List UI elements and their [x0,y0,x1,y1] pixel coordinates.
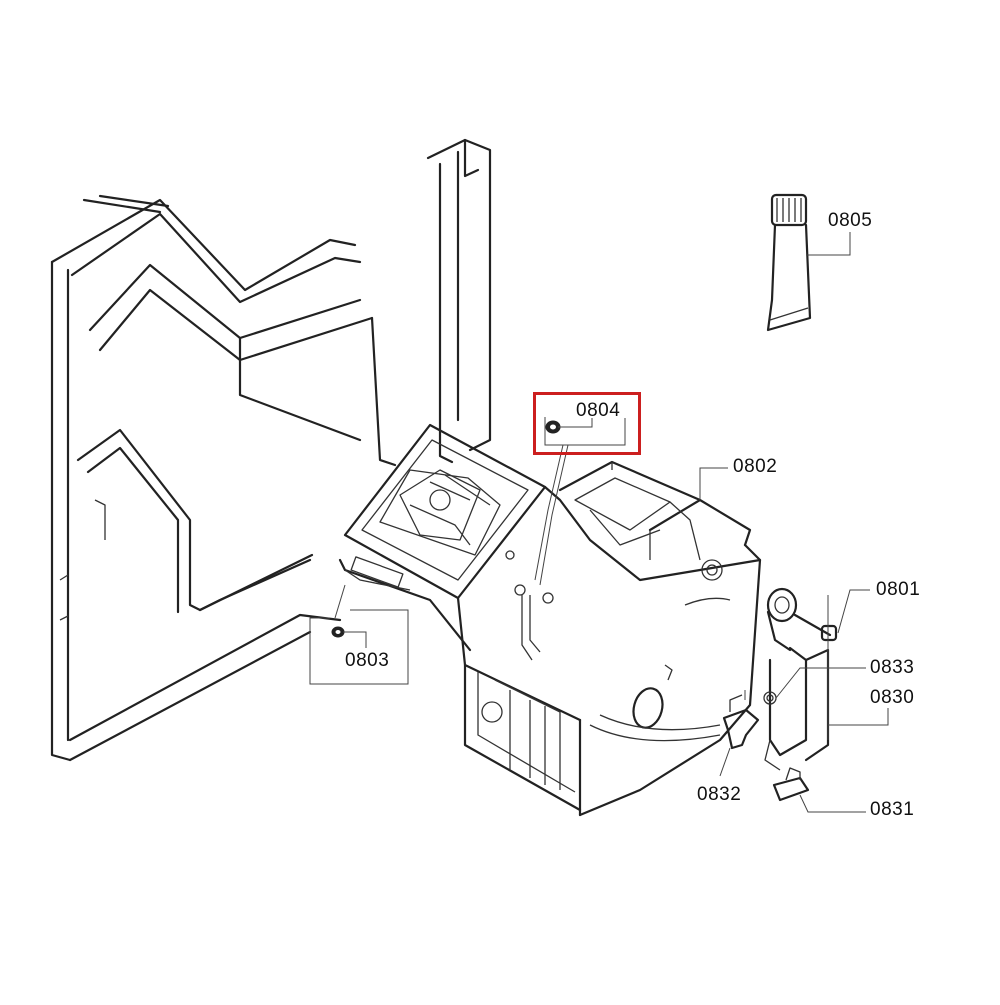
callout-label-0832: 0832 [697,784,742,805]
hinge-assembly [722,587,838,802]
highlight-box-0804 [533,392,641,455]
callout-label-0804: 0804 [576,400,621,421]
callout-label-0803: 0803 [345,650,390,671]
leader-lines [309,232,889,813]
brew-unit-housing [338,423,762,817]
appliance-frame [50,138,492,762]
callout-label-0833: 0833 [870,657,915,678]
callout-label-0830: 0830 [870,687,915,708]
callout-label-0801: 0801 [876,579,921,600]
callout-label-0802: 0802 [733,456,778,477]
callout-label-0805: 0805 [828,210,873,231]
o-ring-0803 [331,626,345,638]
grease-tube [766,193,812,332]
callout-label-0831: 0831 [870,799,915,820]
